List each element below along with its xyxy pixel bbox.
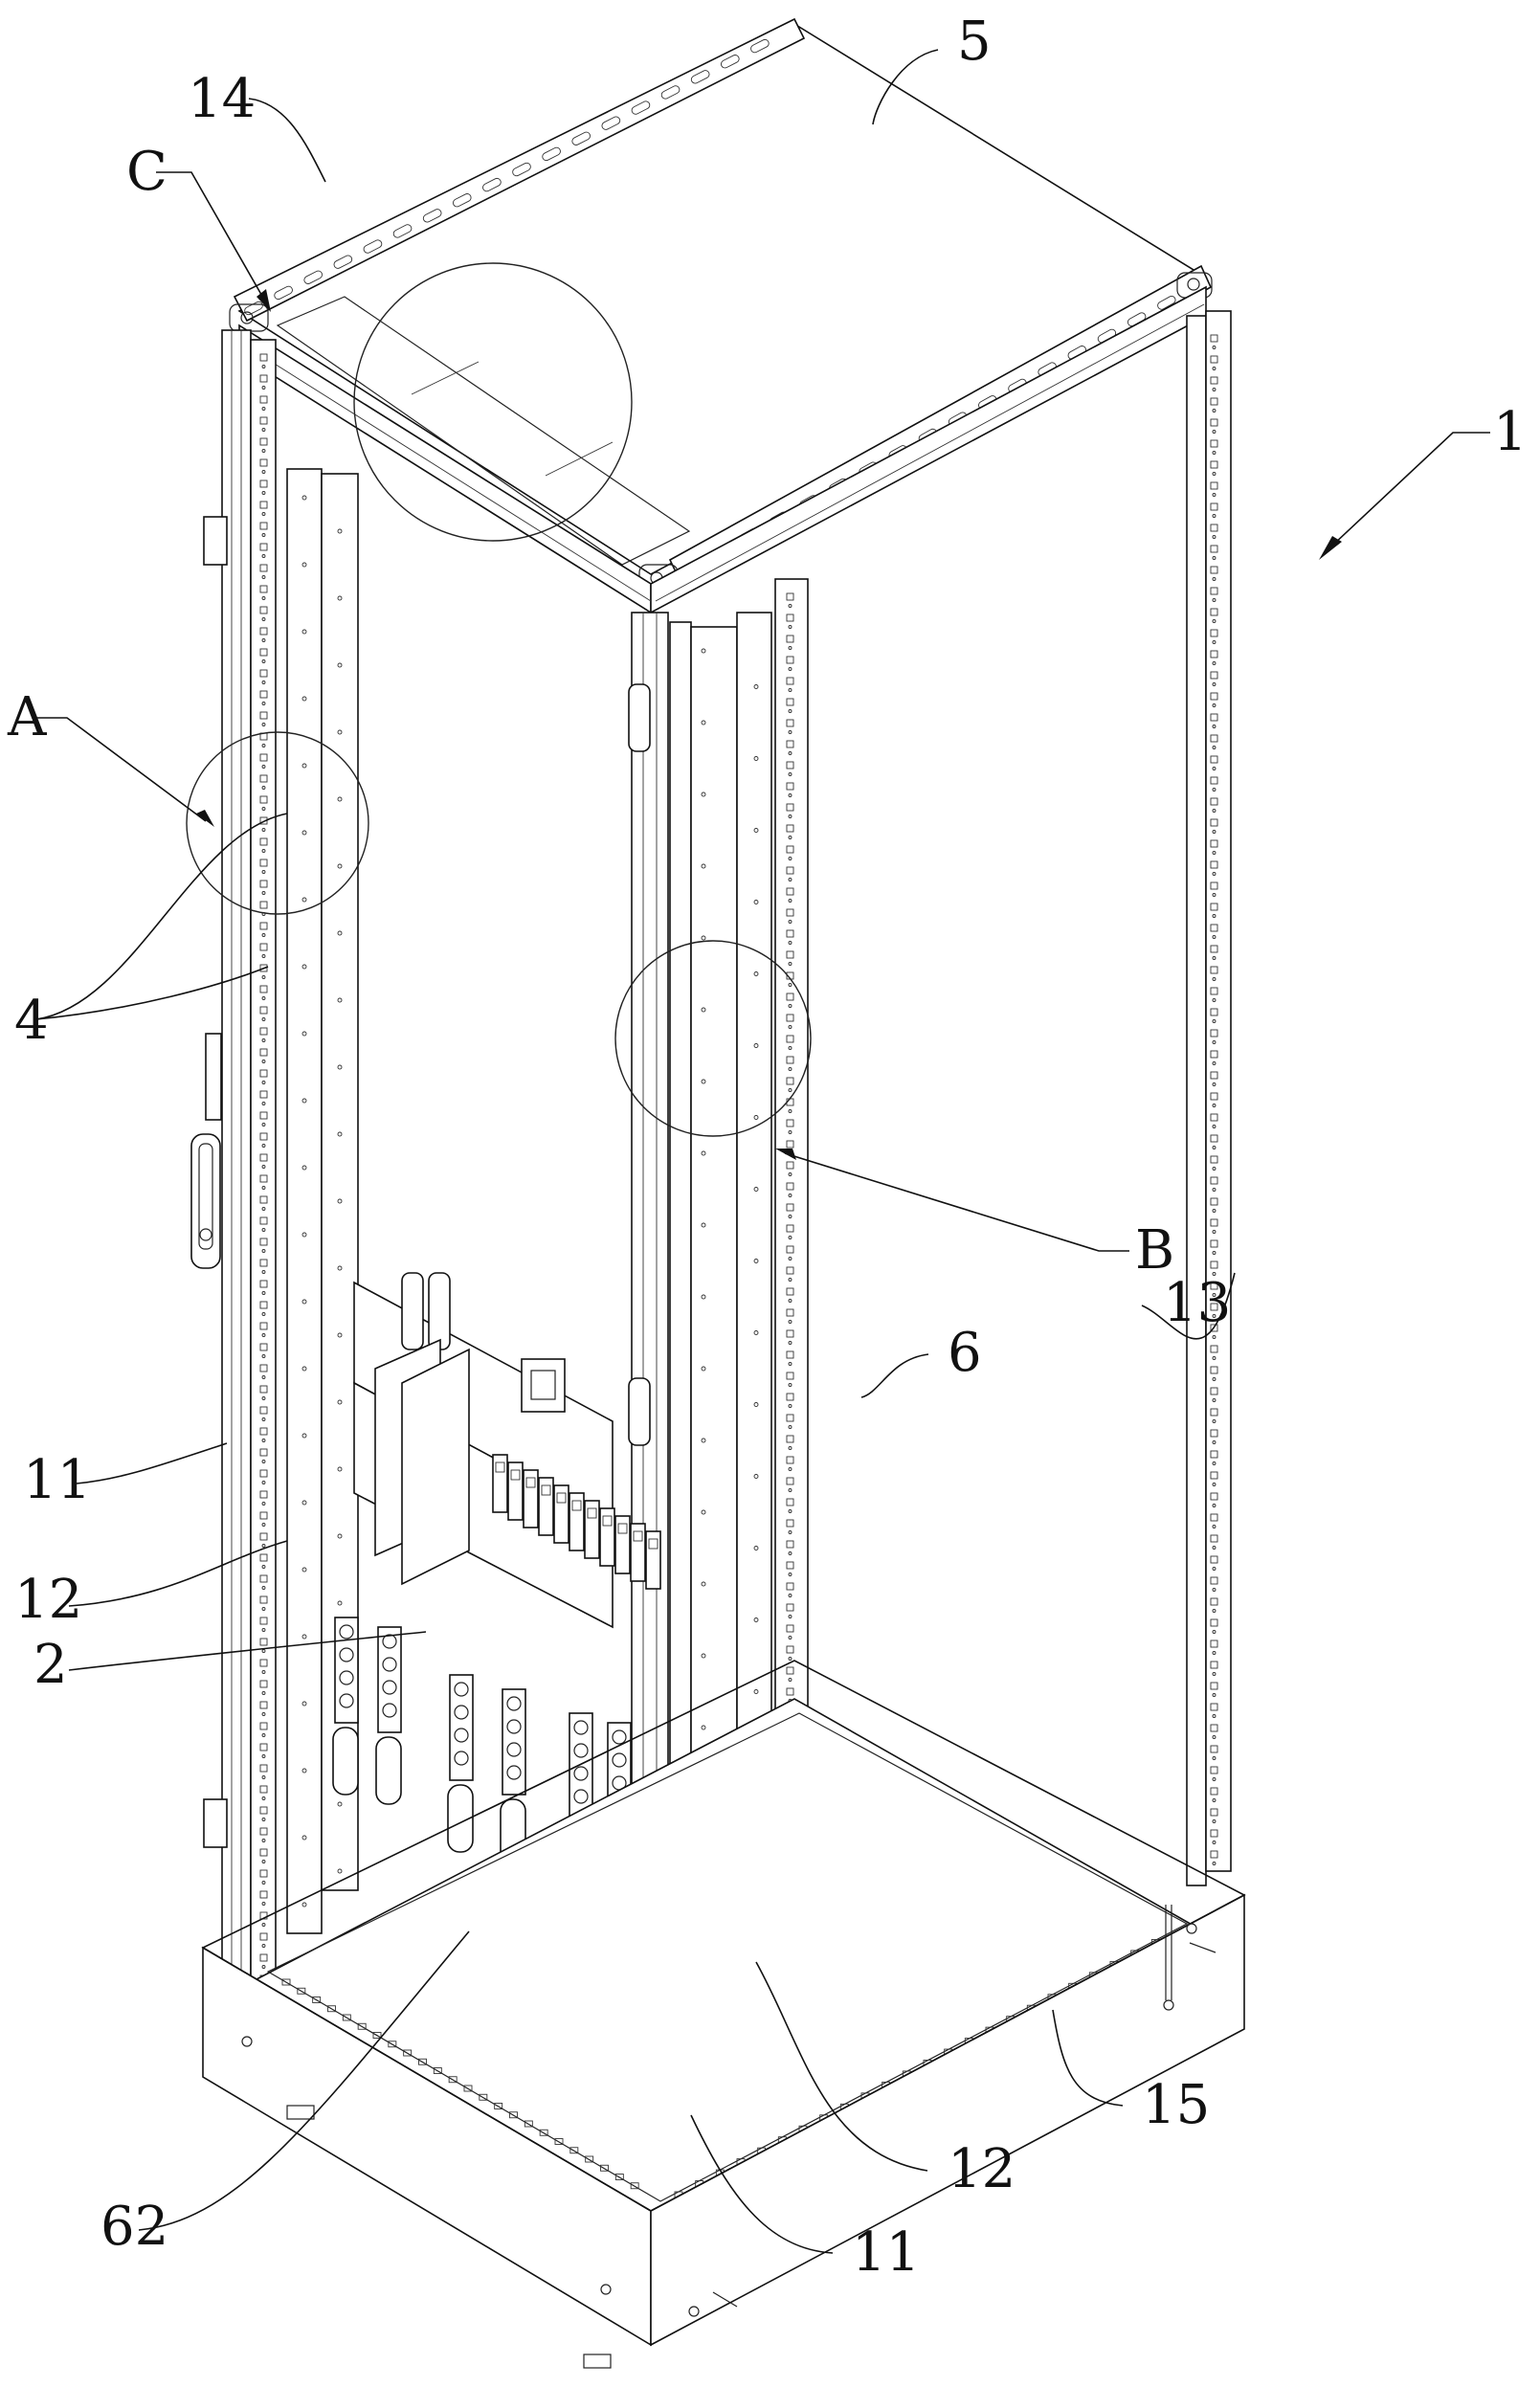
- label-62: 62: [100, 2196, 168, 2258]
- inner-mounting-rail-left: [286, 468, 359, 1941]
- label-12-bottom: 12: [948, 2138, 1016, 2200]
- label-13: 13: [1163, 1272, 1231, 1334]
- callout-A: A: [7, 686, 47, 748]
- label-4: 4: [14, 990, 49, 1052]
- label-14: 14: [188, 68, 256, 130]
- label-2: 2: [33, 1634, 68, 1696]
- front-left-upright: [221, 329, 277, 2006]
- detail-circle-B: [614, 940, 812, 1137]
- plinth-base: [201, 1660, 1246, 2369]
- label-6: 6: [948, 1322, 982, 1384]
- callout-B: B: [1135, 1219, 1174, 1282]
- ground-rod: [1163, 1905, 1174, 2011]
- label-11-bottom: 11: [852, 2221, 920, 2284]
- top-plate: [237, 23, 1208, 575]
- door-handle: [190, 516, 228, 1848]
- label-1: 1: [1493, 401, 1528, 463]
- callout-C: C: [126, 141, 167, 203]
- equipment-assembly: [332, 1272, 661, 1901]
- reference-labels: 14 5 C 1 A 4 B 11 13 6 12 2 15 12 62 11: [7, 11, 1528, 2284]
- detail-circle-A: [186, 731, 369, 915]
- leader-lines: [34, 49, 1490, 2254]
- rear-upright: [1186, 310, 1232, 1886]
- label-11-left: 11: [23, 1449, 91, 1511]
- label-15: 15: [1142, 2074, 1210, 2136]
- detail-circle-C: [353, 262, 633, 542]
- label-5: 5: [957, 11, 992, 73]
- label-12-left: 12: [14, 1569, 82, 1631]
